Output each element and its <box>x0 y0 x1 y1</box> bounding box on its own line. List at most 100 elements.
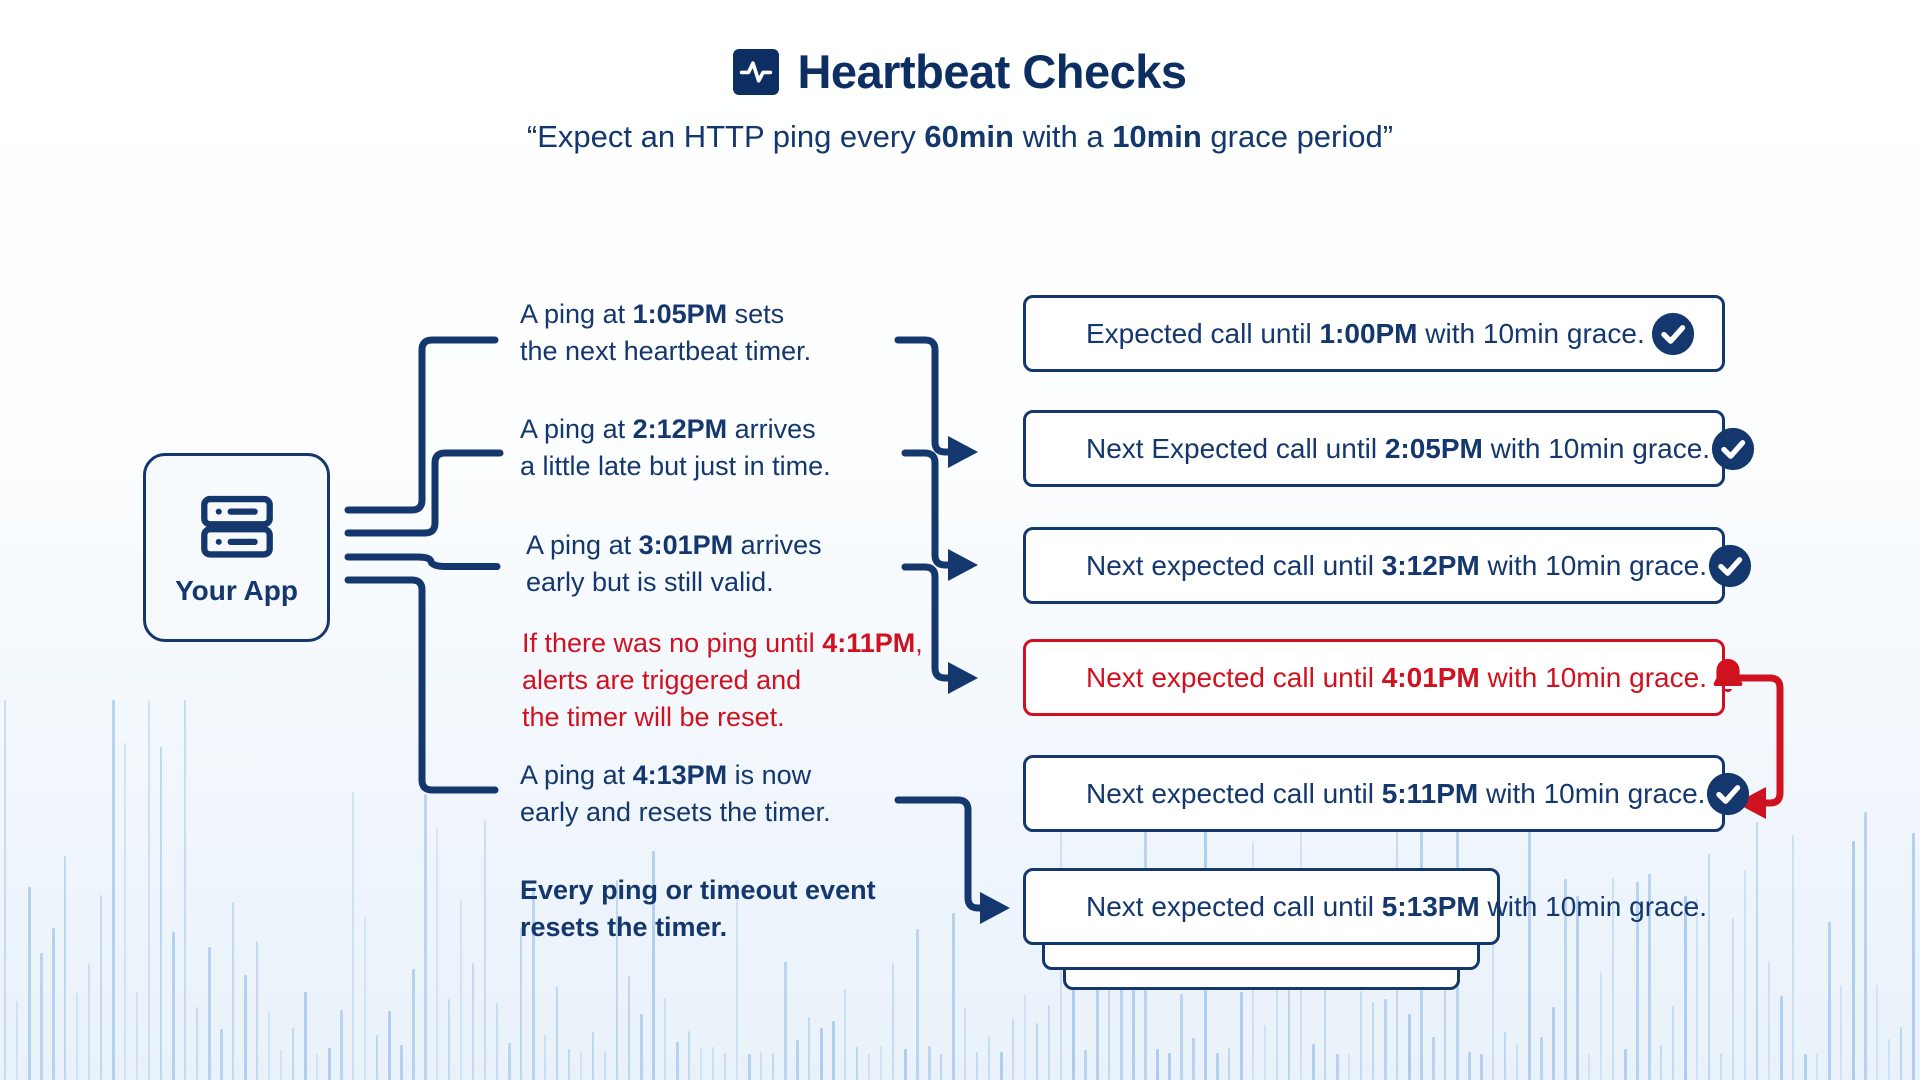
text-segment: sets <box>727 299 785 329</box>
text-segment: arrives <box>733 530 822 560</box>
connector-note1-to-box2 <box>894 336 954 456</box>
highlighted-value: 2:12PM <box>632 414 728 444</box>
page-title: Heartbeat Checks <box>797 45 1187 98</box>
flow-note-line: resets the timer. <box>520 909 876 946</box>
status-box-5: Next expected call until 5:11PM with 10m… <box>1023 755 1750 832</box>
highlighted-value: 2:05PM <box>1384 432 1483 464</box>
highlighted-value: 5:11PM <box>1381 777 1479 809</box>
text-segment: A ping at <box>520 299 633 329</box>
text-segment: the timer will be reset. <box>522 702 785 732</box>
arrowhead-into-box4 <box>948 662 978 694</box>
flow-note-line: alerts are triggered and <box>522 662 923 699</box>
connector-note3-to-box4 <box>901 563 954 682</box>
connector-note2-to-box3 <box>901 449 954 569</box>
flow-note-line: the next heartbeat timer. <box>520 333 811 370</box>
text-segment: “Expect an HTTP ping every <box>526 119 925 154</box>
text-segment: Next Expected call until <box>1086 432 1385 464</box>
text-segment: with a <box>1013 119 1113 154</box>
text-segment: arrives <box>727 414 816 444</box>
heartbeat-activity-icon <box>733 48 780 95</box>
connector-reset-box4-to-box5 <box>1723 674 1784 807</box>
text-segment: with 10min grace. <box>1482 432 1711 464</box>
app-node-label: Your App <box>175 574 298 606</box>
status-box-text: Expected call until 1:00PM with 10min gr… <box>1086 318 1650 350</box>
text-segment: Next expected call until <box>1086 890 1382 922</box>
highlighted-value: resets the timer. <box>520 912 728 942</box>
highlighted-value: 3:12PM <box>1381 549 1480 581</box>
flow-note-line: A ping at 4:13PM is now <box>520 757 831 794</box>
text-segment: If there was no ping until <box>522 628 823 658</box>
text-segment: Next expected call until <box>1086 661 1382 693</box>
highlighted-value: 3:01PM <box>638 530 734 560</box>
header: Heartbeat Checks “Expect an HTTP ping ev… <box>0 0 1920 155</box>
flow-note-line: A ping at 2:12PM arrives <box>520 411 831 448</box>
status-box-text: Next expected call until 3:12PM with 10m… <box>1086 550 1707 582</box>
text-segment: with 10min grace. <box>1479 661 1707 693</box>
flow-note-line: Every ping or timeout event <box>520 872 876 909</box>
text-segment: A ping at <box>526 530 639 560</box>
highlighted-value: 5:13PM <box>1381 890 1480 922</box>
text-segment: early and resets the timer. <box>520 797 831 827</box>
arrowhead-reset-into-box5 <box>1736 787 1766 819</box>
server-icon <box>196 489 278 567</box>
arrowhead-into-box2 <box>948 436 978 468</box>
arrowhead-into-box6 <box>980 892 1010 924</box>
highlighted-value: 4:11PM <box>822 628 916 658</box>
text-segment: the next heartbeat timer. <box>520 336 812 366</box>
text-segment: a little late but just in time. <box>520 451 831 481</box>
status-box-text: Next Expected call until 2:05PM with 10m… <box>1086 433 1710 465</box>
flow-note-line: A ping at 1:05PM sets <box>520 296 811 333</box>
text-segment: Expected call until <box>1086 317 1320 349</box>
status-box-text: Next expected call until 4:01PM with 10m… <box>1086 662 1707 694</box>
highlighted-value: 4:01PM <box>1381 661 1480 693</box>
flow-note-line: If there was no ping until 4:11PM, <box>522 625 923 662</box>
flow-note-6: Every ping or timeout event resets the ti… <box>520 872 876 946</box>
check-badge-icon <box>1705 771 1751 817</box>
highlighted-value: Every ping or timeout event <box>520 875 876 905</box>
check-badge-icon <box>1710 426 1756 472</box>
highlighted-value: 10min <box>1112 119 1202 154</box>
connector-app-to-note-3 <box>344 553 501 570</box>
alert-bell-icon <box>1707 655 1753 701</box>
text-segment: alerts are triggered and <box>522 665 802 695</box>
flow-note-line: A ping at 3:01PM arrives <box>526 527 822 564</box>
status-box-3: Next expected call until 3:12PM with 10m… <box>1023 527 1752 604</box>
status-box-text: Next expected call until 5:11PM with 10m… <box>1086 778 1705 810</box>
text-segment: Next expected call until <box>1086 549 1382 581</box>
app-node: Your App <box>143 453 330 642</box>
title-row: Heartbeat Checks <box>0 44 1920 99</box>
text-segment: , <box>915 628 923 658</box>
status-box-6: Next expected call until 5:13PM with 10m… <box>1023 868 1707 945</box>
arrowhead-into-box3 <box>948 549 978 581</box>
text-segment: A ping at <box>520 760 633 790</box>
status-box-1: Expected call until 1:00PM with 10min gr… <box>1023 295 1725 372</box>
check-badge-icon <box>1650 311 1696 357</box>
status-box-text: Next expected call until 5:13PM with 10m… <box>1086 891 1707 923</box>
check-badge-icon <box>1707 543 1753 589</box>
text-segment: early but is still valid. <box>526 567 774 597</box>
status-box-4: Next expected call until 4:01PM with 10m… <box>1023 639 1743 716</box>
highlighted-value: 1:05PM <box>632 299 728 329</box>
text-segment: with 10min grace. <box>1479 890 1707 922</box>
flow-note-line: early but is still valid. <box>526 564 822 601</box>
connector-app-to-note-1 <box>344 336 499 514</box>
flow-note-line: the timer will be reset. <box>522 699 923 736</box>
status-box-2: Next Expected call until 2:05PM with 10m… <box>1023 410 1755 487</box>
text-segment: with 10min grace. <box>1478 777 1706 809</box>
flow-note-line: early and resets the timer. <box>520 794 831 831</box>
connector-app-to-note-2 <box>344 449 504 537</box>
page-subtitle: “Expect an HTTP ping every 60min with a … <box>0 119 1920 155</box>
text-segment: is now <box>727 760 812 790</box>
text-segment: grace period” <box>1201 119 1394 154</box>
text-segment: with 10min grace. <box>1417 317 1645 349</box>
flow-note-line: a little late but just in time. <box>520 448 831 485</box>
text-segment: with 10min grace. <box>1479 549 1707 581</box>
connector-app-to-note-5 <box>344 576 499 794</box>
